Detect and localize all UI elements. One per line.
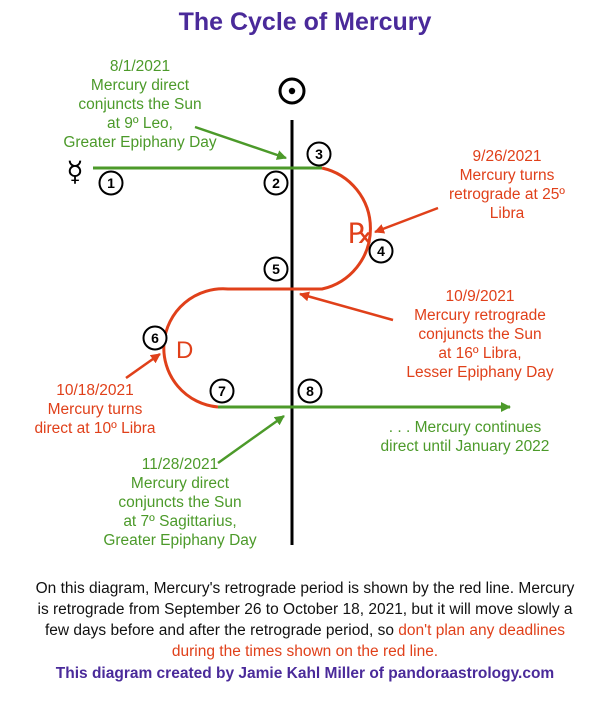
arrow-sep bbox=[374, 206, 439, 234]
svg-text:4: 4 bbox=[377, 243, 385, 259]
retrograde-path bbox=[162, 166, 372, 409]
point-1: 1 bbox=[98, 170, 124, 196]
svg-text:6: 6 bbox=[151, 330, 159, 346]
point-8: 8 bbox=[297, 378, 323, 404]
label-continues: . . . Mercury continues direct until Jan… bbox=[380, 419, 550, 455]
label-nov-2021: 11/28/2021 Mercury direct conjuncts the … bbox=[103, 456, 257, 549]
caption-text: On this diagram, Mercury's retrograde pe… bbox=[35, 580, 575, 639]
arrow-oct9 bbox=[299, 291, 394, 322]
mercury-cycle-diagram: ☿ ℞ D 1 2 3 4 5 6 7 8 bbox=[66, 77, 511, 545]
arrow-oct18 bbox=[125, 352, 161, 380]
point-2: 2 bbox=[263, 170, 289, 196]
direct-symbol: D bbox=[176, 337, 193, 364]
caption-warning: don't plan any deadlines during the time… bbox=[171, 622, 565, 660]
svg-text:1: 1 bbox=[107, 175, 115, 191]
label-oct9-2021: 10/9/2021 Mercury retrograde conjuncts t… bbox=[406, 288, 554, 381]
point-6: 6 bbox=[142, 325, 168, 351]
sun-symbol-icon bbox=[278, 77, 306, 105]
point-3: 3 bbox=[306, 141, 332, 167]
svg-text:7: 7 bbox=[218, 383, 226, 399]
credit-line: This diagram created by Jamie Kahl Mille… bbox=[55, 665, 555, 682]
svg-text:2: 2 bbox=[272, 175, 280, 191]
point-5: 5 bbox=[263, 256, 289, 282]
svg-text:3: 3 bbox=[315, 146, 323, 162]
retrograde-symbol: ℞ bbox=[348, 217, 373, 250]
label-oct18-2021: 10/18/2021 Mercury turns direct at 10º L… bbox=[34, 382, 156, 437]
diagram-title: The Cycle of Mercury bbox=[178, 8, 432, 36]
label-aug-2021: 8/1/2021 Mercury direct conjuncts the Su… bbox=[63, 58, 217, 151]
label-sep-2021: 9/26/2021 Mercury turns retrograde at 25… bbox=[449, 148, 565, 222]
point-4: 4 bbox=[368, 238, 394, 264]
point-7: 7 bbox=[209, 378, 235, 404]
arrow-nov bbox=[217, 414, 285, 465]
arrow-aug bbox=[194, 125, 287, 160]
mercury-symbol-icon: ☿ bbox=[66, 155, 83, 188]
svg-text:8: 8 bbox=[306, 383, 314, 399]
diagram-caption: On this diagram, Mercury's retrograde pe… bbox=[30, 578, 580, 662]
svg-text:5: 5 bbox=[272, 261, 280, 277]
